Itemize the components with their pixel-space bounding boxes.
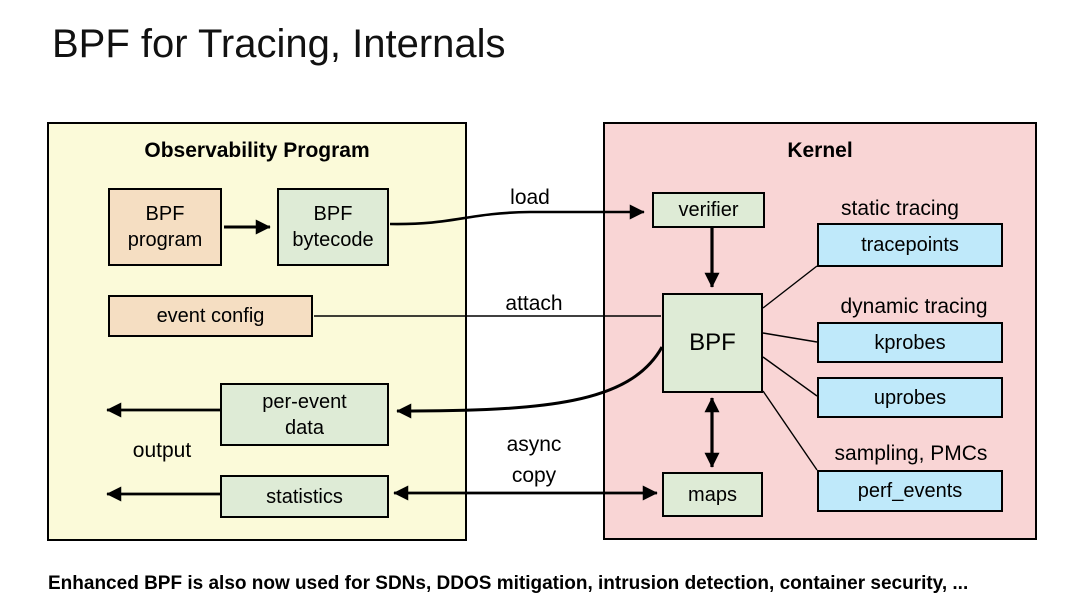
kprobes-node: kprobes [817,322,1003,363]
uprobes-node: uprobes [817,377,1003,418]
async-copy-label: async copy [506,433,562,487]
attach-label: attach [505,292,563,315]
load-label: load [510,186,550,209]
tracepoints-node: tracepoints [817,223,1003,267]
footer-note: Enhanced BPF is also now used for SDNs, … [48,573,969,594]
event-config-node: event config [108,295,313,337]
static-tracing-label: static tracing [841,197,959,220]
bpf-node: BPF [662,293,763,393]
kernel-panel-title: Kernel [787,139,853,162]
perf-events-node: perf_events [817,470,1003,512]
per-event-data-node: per-event data [220,383,389,446]
maps-node: maps [662,472,763,517]
output-label: output [132,439,192,462]
observability-panel-title: Observability Program [144,139,370,162]
sampling-pmcs-label: sampling, PMCs [834,442,988,465]
bpf-bytecode-node: BPF bytecode [277,188,389,266]
page-title: BPF for Tracing, Internals [52,22,506,66]
statistics-node: statistics [220,475,389,518]
bpf-program-node: BPF program [108,188,222,266]
verifier-node: verifier [652,192,765,228]
dynamic-tracing-label: dynamic tracing [840,295,988,318]
